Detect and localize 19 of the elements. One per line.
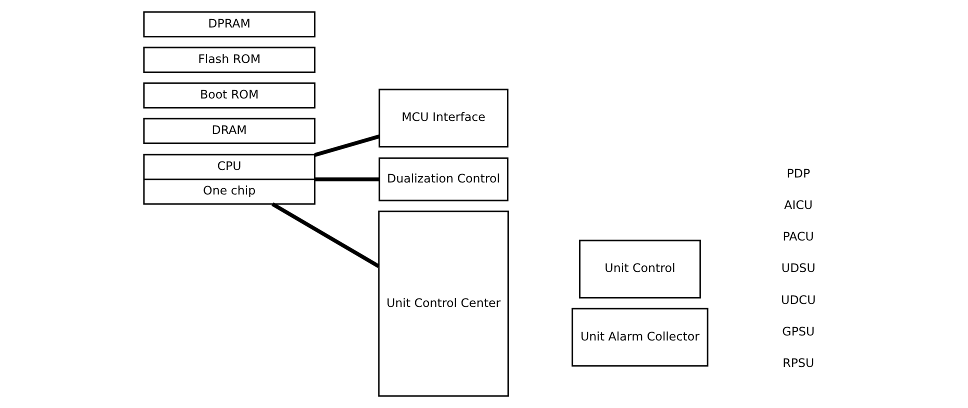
- node-box: Unit Control Center: [378, 210, 508, 397]
- node-box: Flash ROM: [142, 46, 315, 73]
- node-box: Boot ROM: [142, 82, 315, 108]
- label: UDCU: [780, 292, 816, 307]
- node-box: Unit Alarm Collector: [571, 308, 708, 367]
- node-box: Dualization Control: [378, 157, 508, 202]
- node-box: Unit Control: [578, 240, 700, 299]
- label: GPSU: [782, 324, 814, 338]
- node-box: DRAM: [142, 118, 315, 144]
- connector: [314, 177, 379, 182]
- node-box: DPRAM: [142, 11, 315, 38]
- label: RPSU: [782, 356, 814, 370]
- label: PDP: [786, 166, 810, 180]
- connector: [314, 134, 380, 157]
- label: UDSU: [780, 261, 815, 276]
- label: PACU: [782, 230, 814, 244]
- label: AICU: [784, 198, 812, 212]
- node-box: MCU Interface: [378, 88, 508, 148]
- connector: [271, 202, 380, 268]
